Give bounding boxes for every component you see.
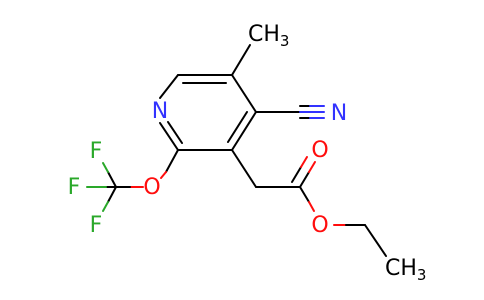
bond-carbonyl-o-1b bbox=[308, 161, 316, 173]
atom-n-ring: N bbox=[152, 99, 168, 124]
bond-ring-c4-c5 bbox=[231, 74, 257, 113]
bond-c-f3 bbox=[107, 186, 117, 203]
bond-carbonyl-o-2a bbox=[291, 166, 302, 183]
atom-o-carbonyl: O bbox=[311, 138, 328, 163]
atom-n-nitrile: N bbox=[331, 101, 347, 126]
atom-ch3-top: CH3 bbox=[248, 22, 289, 50]
atom-o-ether: O bbox=[143, 175, 160, 200]
bond-c-f1-green bbox=[102, 162, 109, 173]
bond-carbonyl-oester-a bbox=[299, 186, 310, 203]
bond-ring-n-c2 bbox=[159, 122, 179, 151]
atom-f3: F bbox=[90, 213, 103, 238]
atom-ch3-bottom-main: CH bbox=[385, 256, 417, 281]
bond-carbonyl-oester-b bbox=[308, 201, 315, 212]
bond-ch2-ch3 bbox=[364, 224, 387, 257]
trifluoromethoxy-group bbox=[86, 149, 179, 212]
atom-ch3-bottom-sub: 3 bbox=[417, 266, 427, 284]
bond-c5-methyl bbox=[231, 44, 251, 76]
bond-carbonyl-o-2b bbox=[300, 156, 308, 168]
bond-c-f3-green bbox=[102, 201, 109, 212]
nitrile-group bbox=[255, 105, 325, 119]
bond-c3-ch2 bbox=[231, 149, 257, 188]
bond-c-f1 bbox=[107, 171, 117, 188]
bond-ring-c3-c4-inner bbox=[227, 111, 248, 143]
bond-carbonyl-o-1a bbox=[299, 171, 310, 188]
bond-ring-c6-n bbox=[159, 74, 179, 99]
atom-f2: F bbox=[68, 175, 81, 200]
atom-ch3-top-main: CH bbox=[248, 22, 280, 47]
bond-c2-o-red bbox=[160, 171, 167, 179]
atom-ch3-bottom: CH3 bbox=[385, 256, 426, 284]
atom-ch3-top-sub: 3 bbox=[280, 32, 290, 50]
ethyl-acetate-chain bbox=[231, 149, 387, 257]
bond-ring-n-c2-inner bbox=[167, 121, 183, 144]
atom-f1: F bbox=[90, 139, 103, 164]
atom-o-ester: O bbox=[311, 213, 328, 238]
pyridine-ring bbox=[159, 74, 257, 151]
bond-ring-c3-c4 bbox=[231, 111, 257, 151]
bond-c2-o bbox=[165, 149, 179, 173]
